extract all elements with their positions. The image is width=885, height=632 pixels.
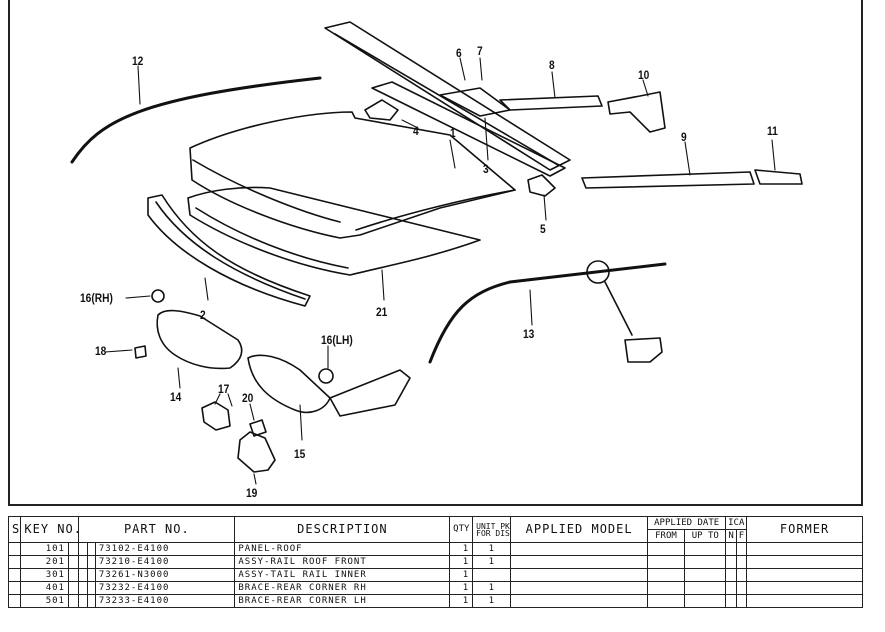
weatherstrip-12-drawing xyxy=(70,76,322,164)
unit-cell: 1 xyxy=(472,542,512,556)
callout-19: 19 xyxy=(246,486,258,500)
bracket-10-drawing xyxy=(607,91,666,133)
bracket-17-drawing xyxy=(201,401,231,431)
callout-3: 3 xyxy=(483,162,489,176)
unit-cell xyxy=(472,568,512,582)
callout-16-lh: 16(LH) xyxy=(321,333,353,347)
brace-lh-drawing xyxy=(527,174,556,197)
qty-cell: 1 xyxy=(449,555,474,569)
description-cell: ASSY-TAIL RAIL INNER xyxy=(234,568,451,582)
unit-cell: 1 xyxy=(472,555,512,569)
qty-cell: 1 xyxy=(449,594,474,608)
callout-9: 9 xyxy=(681,130,687,144)
callout-10: 10 xyxy=(638,68,650,82)
qty-cell: 1 xyxy=(449,542,474,556)
col-applied-date-header: APPLIED DATE xyxy=(646,516,727,530)
callout-21: 21 xyxy=(376,305,388,319)
side-rail-drawing xyxy=(324,21,571,177)
bracket-11-drawing xyxy=(754,169,803,185)
callout-18: 18 xyxy=(95,344,107,358)
clip-20-drawing xyxy=(249,419,267,437)
callout-8: 8 xyxy=(549,58,555,72)
rail-roof-front-drawing xyxy=(147,194,311,307)
col-from-header: FROM xyxy=(646,529,686,543)
sun-visor-rh-drawing xyxy=(134,289,243,370)
table-row: 401 73232-E4100 BRACE-REAR CORNER RH 1 1 xyxy=(7,581,863,595)
callout-11: 11 xyxy=(767,124,778,138)
callout-12: 12 xyxy=(132,54,144,68)
key-no-cell: 101 xyxy=(20,542,69,556)
callout-13: 13 xyxy=(523,327,535,341)
part-no-cell: 73233-E4100 xyxy=(94,594,236,608)
part-no-cell: 73232-E4100 xyxy=(94,581,236,595)
description-cell: BRACE-REAR CORNER LH xyxy=(234,594,451,608)
parts-table: S KEY NO. PART NO. DESCRIPTION QTY UNIT … xyxy=(7,516,863,608)
weatherstrip-detail-drawing xyxy=(624,337,663,363)
part-no-cell: 73102-E4100 xyxy=(94,542,236,556)
table-row: 101 73102-E4100 PANEL-ROOF 1 1 xyxy=(7,542,863,556)
table-row: 201 73210-E4100 ASSY-RAIL ROOF FRONT 1 1 xyxy=(7,555,863,569)
col-f-header: F xyxy=(735,529,748,543)
col-s-header: S xyxy=(7,516,22,543)
col-description-header: DESCRIPTION xyxy=(234,516,451,543)
rail-9-drawing xyxy=(581,171,755,189)
col-n-header: N xyxy=(725,529,737,543)
qty-cell: 1 xyxy=(449,581,474,595)
table-row: 301 73261-N3000 ASSY-TAIL RAIL INNER 1 xyxy=(7,568,863,582)
key-no-cell: 201 xyxy=(20,555,69,569)
callout-17: 17 xyxy=(218,382,230,396)
col-part-no-header: PART NO. xyxy=(78,516,236,543)
unit-cell: 1 xyxy=(472,594,512,608)
roof-panel-drawing xyxy=(189,111,516,239)
qty-cell: 1 xyxy=(449,568,474,582)
col-applied-model-header: APPLIED MODEL xyxy=(510,516,648,543)
unit-pko-label: UNIT PKO xyxy=(476,521,511,531)
weatherstrip-13-drawing xyxy=(428,262,667,364)
callout-4: 4 xyxy=(413,124,419,138)
exploded-view-drawing xyxy=(70,21,803,485)
description-cell: ASSY-RAIL ROOF FRONT xyxy=(234,555,451,569)
sun-visor-lh-drawing xyxy=(247,354,411,417)
callout-1: 1 xyxy=(450,126,456,140)
callout-16-rh: 16(RH) xyxy=(80,291,113,305)
rail-8-drawing xyxy=(499,95,603,111)
unit-pko-sub-label: FOR DIST xyxy=(476,528,511,538)
callout-14: 14 xyxy=(170,390,182,404)
callout-6: 6 xyxy=(456,46,462,60)
part-no-cell: 73261-N3000 xyxy=(94,568,236,582)
callout-15: 15 xyxy=(294,447,306,461)
headlining-drawing xyxy=(187,186,481,276)
unit-cell: 1 xyxy=(472,581,512,595)
leader-lines xyxy=(104,57,776,485)
col-up-to-header: UP TO xyxy=(684,529,727,543)
brace-rh-drawing xyxy=(364,99,399,121)
table-row: 501 73233-E4100 BRACE-REAR CORNER LH 1 1 xyxy=(7,594,863,608)
key-no-cell: 301 xyxy=(20,568,69,582)
col-qty-header: QTY xyxy=(449,516,474,543)
parts-diagram: 1 2 3 4 5 6 7 8 9 10 11 12 13 14 15 16(R… xyxy=(8,0,863,506)
description-cell: BRACE-REAR CORNER RH xyxy=(234,581,451,595)
callout-2: 2 xyxy=(200,308,206,322)
col-ica-header: ICA xyxy=(725,516,748,530)
table-header-row: S KEY NO. PART NO. DESCRIPTION QTY UNIT … xyxy=(7,516,863,543)
part-no-cell: 73210-E4100 xyxy=(94,555,236,569)
callout-7: 7 xyxy=(477,44,483,58)
mirror-19-drawing xyxy=(237,431,276,473)
detail-circle xyxy=(586,260,610,284)
key-no-cell: 401 xyxy=(20,581,69,595)
description-cell: PANEL-ROOF xyxy=(234,542,451,556)
key-no-cell: 501 xyxy=(20,594,69,608)
col-former-header: FORMER xyxy=(746,516,863,543)
callout-20: 20 xyxy=(242,391,254,405)
callout-5: 5 xyxy=(540,222,546,236)
col-key-no-header: KEY NO. xyxy=(20,516,80,543)
